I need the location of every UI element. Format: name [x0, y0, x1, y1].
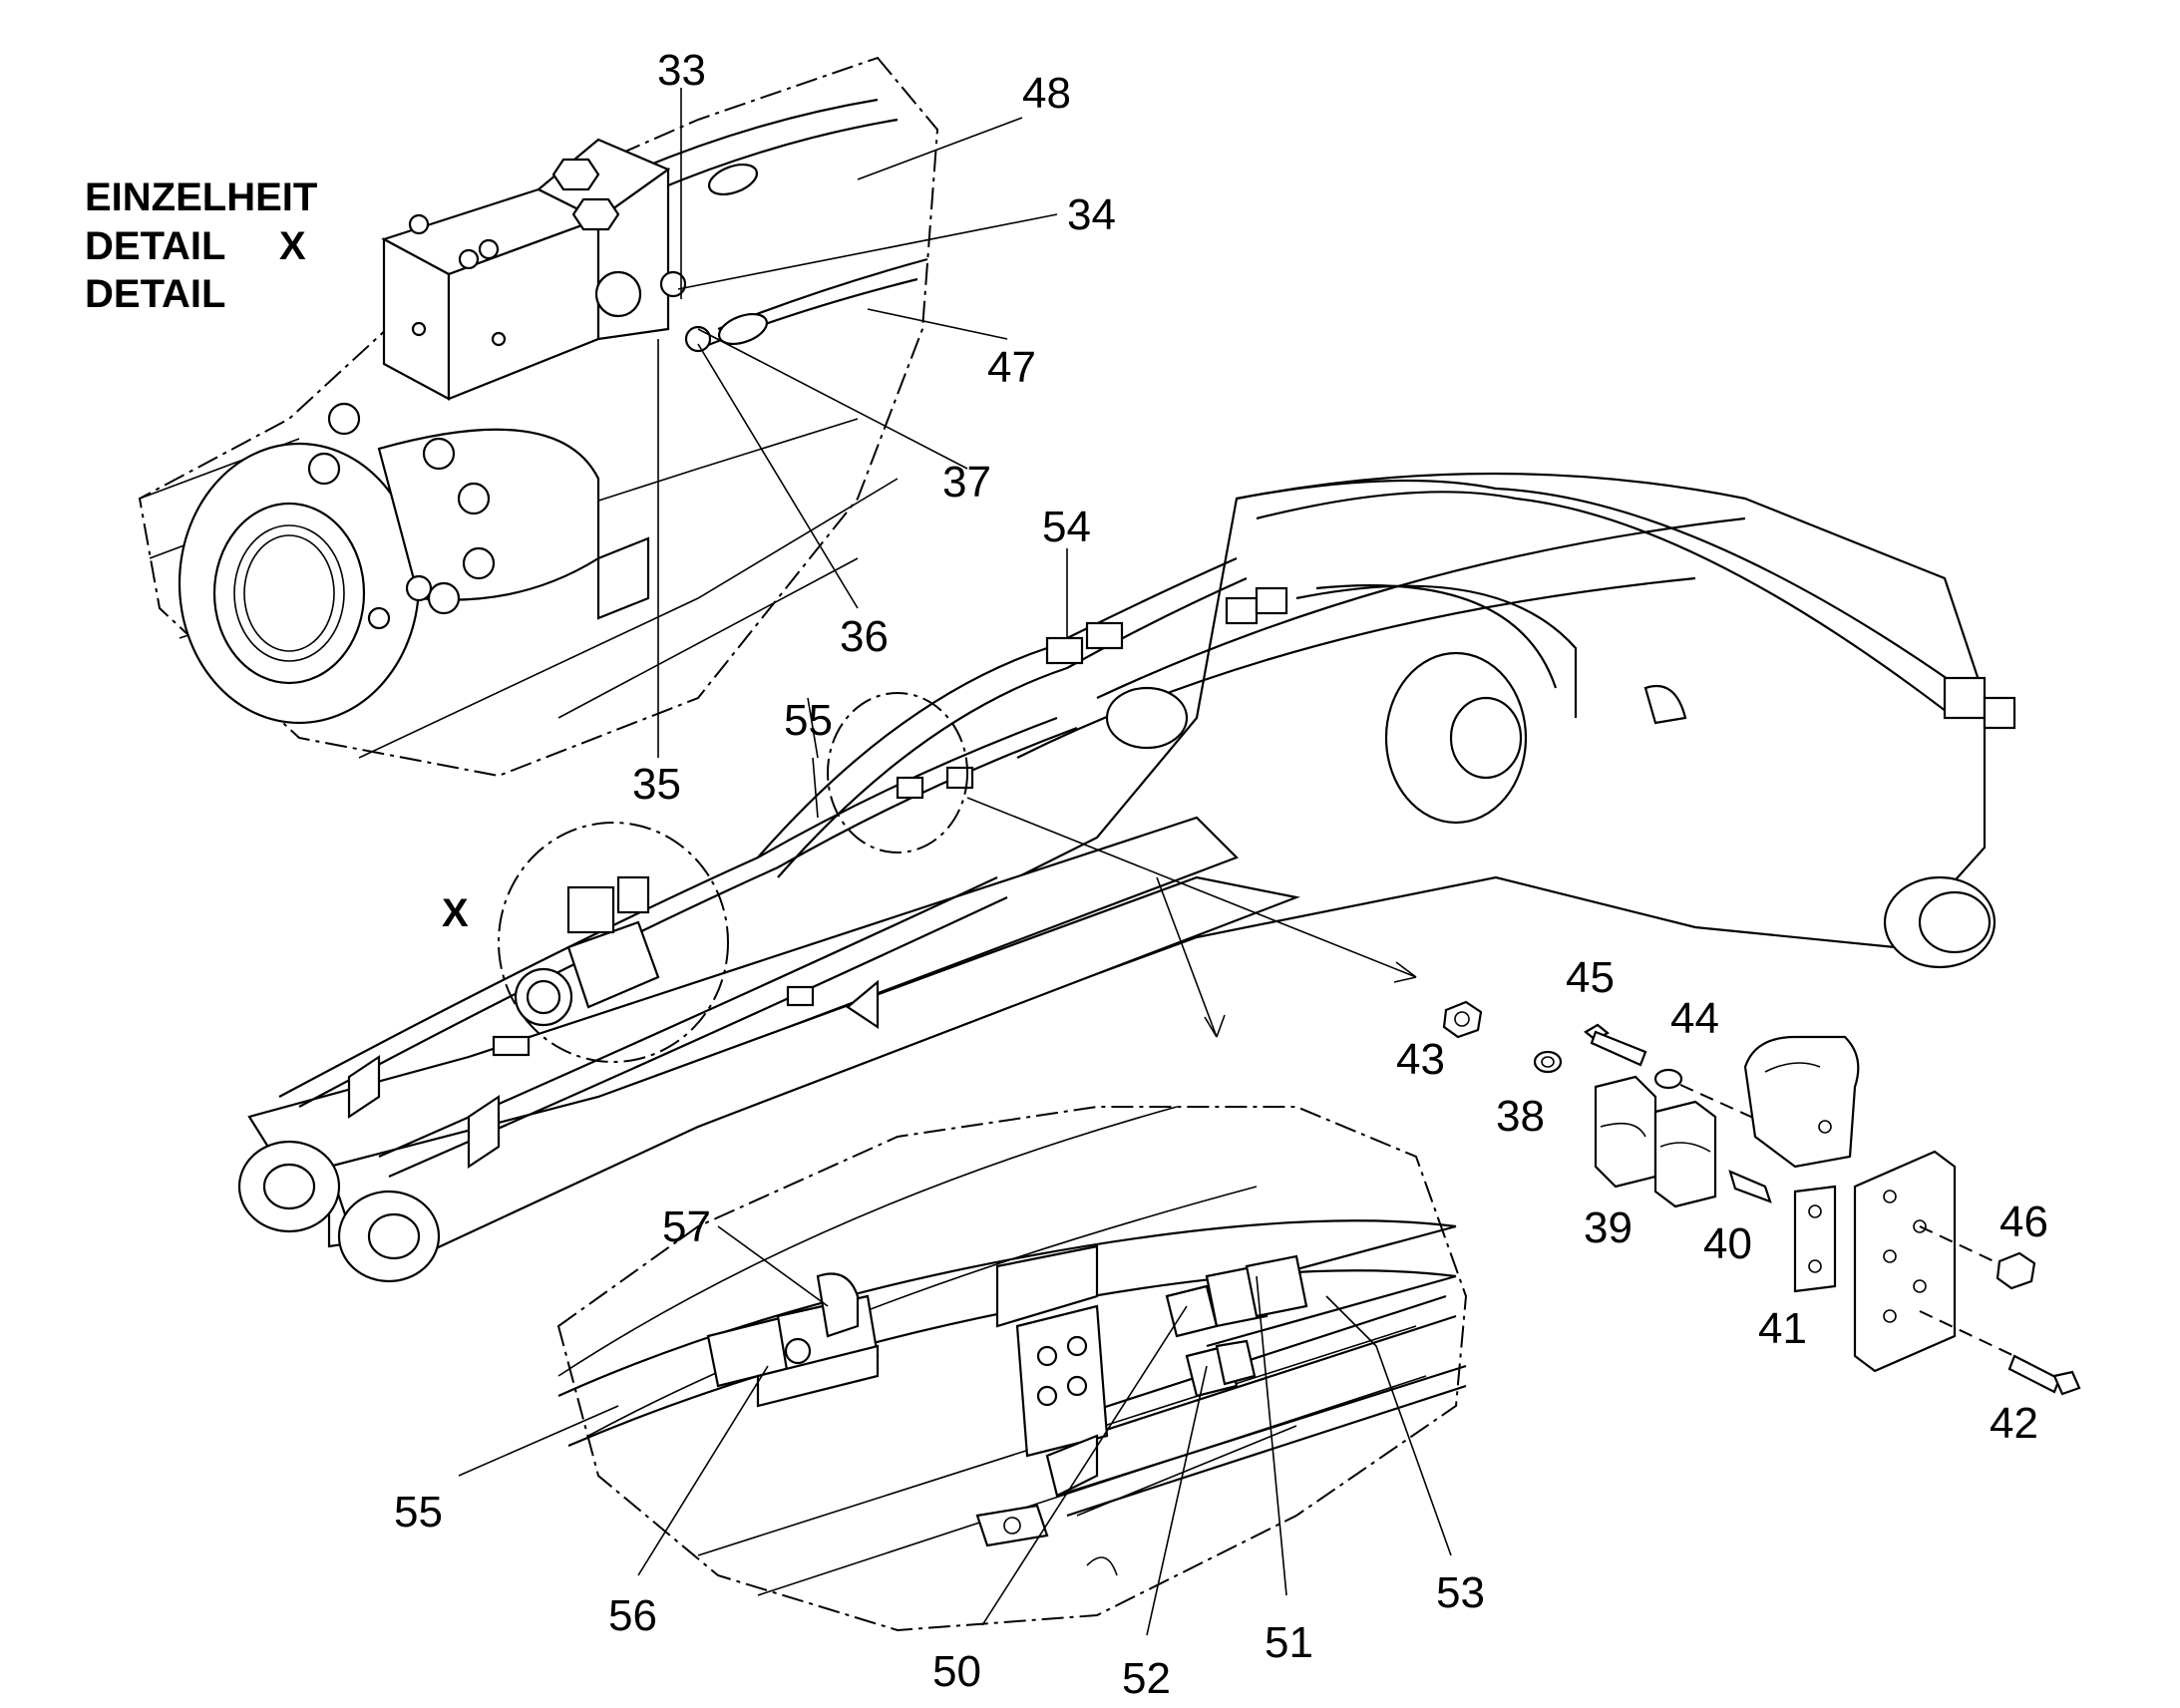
- heading-detail-marker: X: [279, 224, 306, 268]
- callout-35: 35: [632, 760, 681, 809]
- part-39-clamp-halves: [1594, 1075, 1717, 1208]
- callout-55-upper: 55: [784, 696, 833, 745]
- callout-33: 33: [657, 46, 706, 95]
- boom-assembly: [237, 472, 2016, 1283]
- callout-50: 50: [932, 1647, 981, 1696]
- callout-52: 52: [1122, 1654, 1171, 1703]
- zoom-circle-detail-x: [498, 822, 729, 1063]
- callout-34: 34: [1067, 190, 1116, 239]
- callout-53: 53: [1436, 1568, 1485, 1617]
- exploded-clamp-parts: [1442, 1000, 2081, 1396]
- callout-38: 38: [1496, 1092, 1545, 1141]
- callout-41: 41: [1758, 1304, 1807, 1353]
- callout-54: 54: [1042, 503, 1091, 551]
- heading-einzelheit: EINZELHEIT: [85, 175, 317, 219]
- callout-47: 47: [987, 343, 1036, 392]
- callout-37: 37: [942, 458, 991, 507]
- part-46-nut: [1996, 1251, 2036, 1290]
- part-45-bolt: [1584, 1023, 1647, 1067]
- detail-heading: EINZELHEIT DETAIL X DETAIL: [85, 175, 317, 316]
- callout-56: 56: [608, 1591, 657, 1640]
- part-clamp-housing: [1743, 1035, 1860, 1169]
- callout-40: 40: [1703, 1219, 1752, 1268]
- callout-43: 43: [1396, 1035, 1445, 1084]
- detail-x-boundary: [138, 56, 939, 778]
- heading-detail-fr: DETAIL: [85, 272, 225, 316]
- detail-x-marker: X: [442, 891, 469, 935]
- callout-48: 48: [1022, 69, 1071, 118]
- callout-39: 39: [1584, 1203, 1633, 1252]
- part-43-nut: [1442, 1000, 1483, 1039]
- callout-57: 57: [662, 1202, 711, 1251]
- part-40-pin: [1728, 1170, 1772, 1203]
- part-42-bolt: [2007, 1354, 2081, 1396]
- callout-labels: 33 48 34 47 37 36 35 54 55 45 44 43 38 3…: [394, 46, 2048, 1703]
- heading-detail-en: DETAIL: [85, 224, 225, 268]
- part-38-washer: [1533, 1050, 1563, 1074]
- zoom-circle-hose-clamp: [827, 692, 968, 854]
- part-41-plate: [1793, 1185, 1837, 1293]
- detail-x-inset: [138, 56, 939, 778]
- hose-clamp-zoom-detail: [556, 1106, 1468, 1632]
- callout-42: 42: [1990, 1399, 2038, 1448]
- callout-45: 45: [1566, 953, 1615, 1002]
- callout-46: 46: [1999, 1197, 2048, 1246]
- zoom-detail-boundary: [556, 1106, 1468, 1632]
- detail-x-leaders: [657, 88, 1058, 758]
- callout-55-lower: 55: [394, 1488, 443, 1537]
- callout-51: 51: [1265, 1618, 1313, 1667]
- callout-44: 44: [1670, 994, 1719, 1043]
- callout-36: 36: [840, 612, 889, 661]
- zoom-detail-leaders: [458, 548, 1452, 1636]
- part-backing-plate: [1853, 1150, 1957, 1373]
- part-44-washer: [1653, 1068, 1683, 1090]
